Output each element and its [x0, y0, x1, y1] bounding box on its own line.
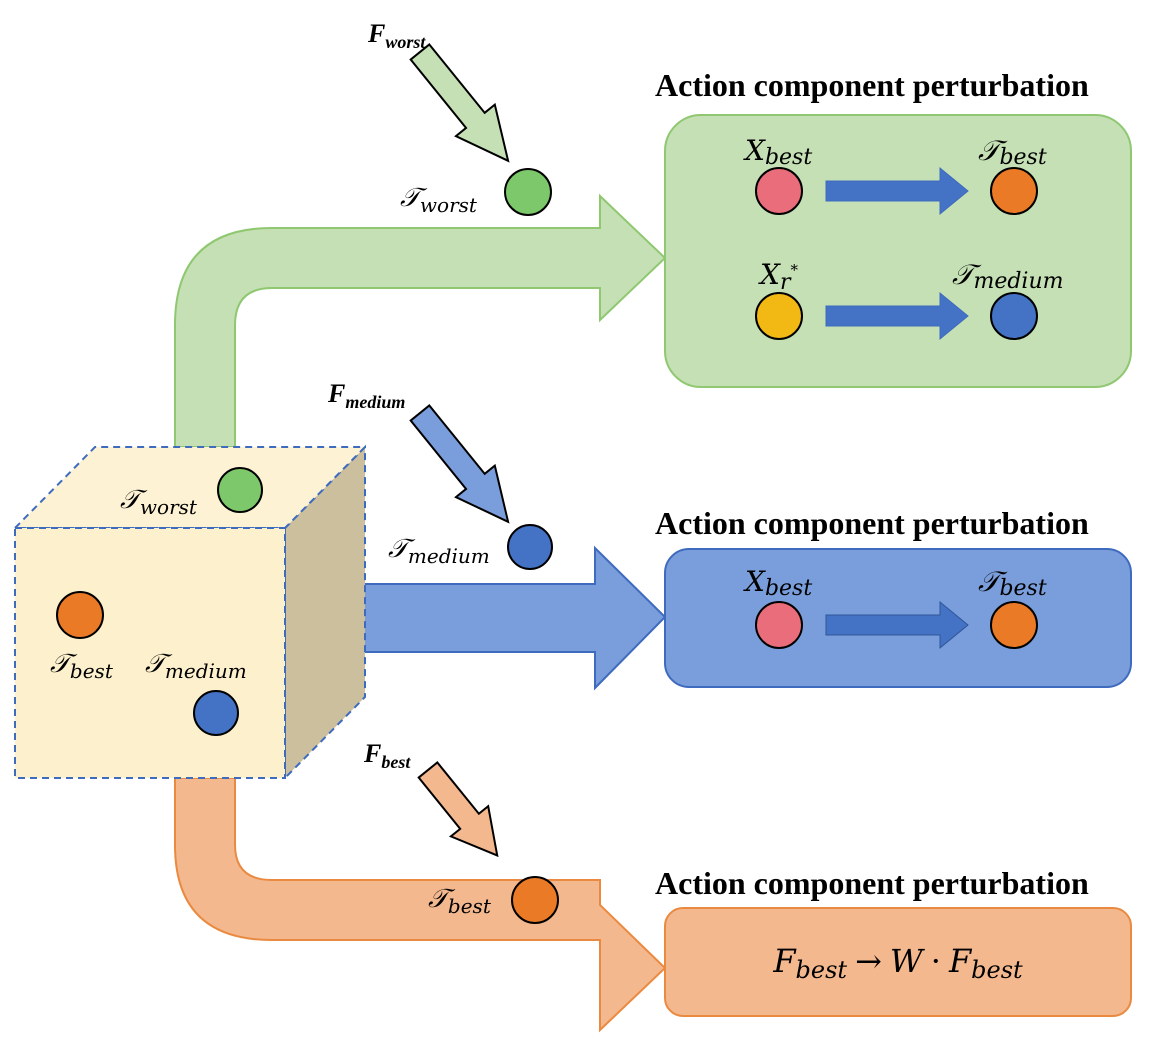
panel-2-to-dot [990, 601, 1038, 649]
panel-3-formula: Fbest→W·Fbest [772, 942, 1023, 984]
force-best-label: Fbest [363, 739, 411, 772]
mid-medium-dot [507, 524, 553, 570]
panel-1-row-1-to-dot [990, 167, 1038, 215]
mid-worst-dot [504, 168, 552, 216]
panel-2-from-dot [755, 601, 803, 649]
mid-worst-label: 𝒯worst [400, 183, 478, 217]
cube-top-face [12, 446, 368, 529]
mid-medium-label: 𝒯medium [388, 534, 490, 568]
panel-1-row-2-to-dot [990, 292, 1038, 340]
panel-3-title: Action component perturbation [655, 865, 1089, 901]
mid-best-dot [511, 876, 559, 924]
panel-1-row-1-from-dot [755, 167, 803, 215]
force-medium-arrow [409, 404, 510, 524]
panel-1-box [664, 114, 1132, 388]
force-worst-arrow [409, 43, 510, 163]
cube-medium-label: 𝒯medium [145, 649, 247, 683]
orange-flow-arrow [174, 777, 667, 1033]
panel-1-row-1-arrow [825, 166, 969, 216]
force-best-arrow [417, 761, 499, 858]
green-flow-arrow [174, 193, 667, 448]
panel-1-row-1-to-label: 𝒯best [978, 134, 1047, 170]
panel-2-arrow [825, 600, 969, 650]
panel-2-title: Action component perturbation [655, 505, 1089, 541]
cube-worst-dot [217, 467, 263, 513]
panel-1-row-2-from-label: Xr* [758, 258, 798, 295]
blue-flow-arrow [342, 545, 667, 691]
panel-1-row-2-to-label: 𝒯medium [952, 258, 1063, 294]
cube-medium-dot [193, 690, 239, 736]
population-cube [12, 444, 368, 781]
force-medium-label: Fmedium [327, 379, 405, 412]
force-worst-label: Fworst [367, 19, 426, 52]
cube-front-face [14, 527, 286, 779]
panel-2-from-label: Xbest [743, 565, 812, 601]
panel-2-to-label: 𝒯best [978, 565, 1047, 601]
panel-1-row-1-from-label: Xbest [743, 134, 812, 170]
cube-worst-label: 𝒯worst [120, 485, 198, 519]
panel-3-box [664, 907, 1132, 1017]
panel-1-title: Action component perturbation [655, 67, 1089, 103]
panel-1-row-2-arrow [825, 291, 969, 341]
panel-1-row-2-from-dot [755, 292, 803, 340]
cube-best-dot [56, 591, 104, 639]
